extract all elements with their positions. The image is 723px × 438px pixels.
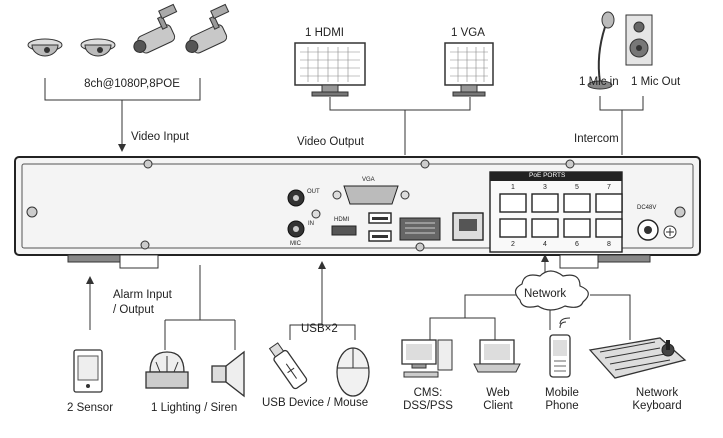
dome-camera-icon [80,38,116,57]
alarm-label-line1: Alarm Input [113,289,172,301]
sensor-label: 2 Sensor [67,402,114,414]
bullet-camera-icon [133,3,178,54]
mobile-label-line1: Mobile [545,387,579,399]
audio-bracket [599,96,644,111]
sensor-icon [73,349,103,393]
usb-drive-icon [268,342,308,390]
audio-in-label: IN [308,221,314,227]
net-bracket [429,317,496,340]
mic-out-label: 1 Mic Out [631,76,681,88]
poe-port-number: 5 [575,184,579,191]
mobile-phone-icon [549,317,571,378]
mouse-icon [336,347,370,397]
vga-label: 1 VGA [451,27,485,39]
usb-device-label: USB Device / Mouse [262,397,369,409]
poe-port-number: 6 [575,241,579,248]
poe-ports-title: PoE PORTS [529,172,566,179]
network-cloud-icon [514,270,589,311]
cms-label-line1: CMS: [413,387,443,399]
hdmi-monitor-icon [294,42,366,97]
dome-camera-icon [27,38,63,57]
lighting-bracket [164,319,236,350]
microphone-icon [587,11,615,90]
siren-icon [211,350,245,398]
lighting-icon [145,351,189,389]
lighting-siren-label: 1 Lighting / Siren [151,402,238,414]
cms-computer-icon [401,339,453,378]
web-label-line1: Web [486,387,510,399]
intercom-label: Intercom [574,133,619,145]
poe-port-number: 8 [607,241,611,248]
net-keyboard [590,294,631,340]
mic-port-label: MIC [290,241,301,247]
vga-monitor-icon [444,42,494,97]
cms-label-line2: DSS/PSS [403,400,453,412]
video-input-label: Video Input [131,131,189,143]
mic-in-label: 1 Mic in [579,76,619,88]
web-client-laptop-icon [473,339,521,373]
poe-port-number: 4 [543,241,547,248]
dc-power-label: DC48V [637,205,657,211]
network-keyboard-icon [588,337,687,379]
speaker-icon [625,14,653,66]
poe-port-number: 3 [543,184,547,191]
poe-port-bottom [499,218,623,238]
network-label: Network [524,288,567,300]
poe-port-number: 7 [607,184,611,191]
poe-port-top [499,193,623,213]
bullet-camera-icon [185,3,230,54]
keyboard-label-line1: Network [635,387,679,399]
keyboard-label-line2: Keyboard [632,400,682,412]
video-output-label: Video Output [297,136,364,148]
mobile-label-line2: Phone [545,400,579,412]
connector-lines [44,78,644,350]
alarm-label-line2: / Output [113,304,154,316]
audio-out-label: OUT [307,189,320,195]
monitor-bracket [329,97,471,111]
poe-port-number: 1 [511,184,515,191]
hdmi-label: 1 HDMI [305,27,344,39]
net-left [464,294,525,318]
usb-count-label: USB×2 [301,323,338,335]
web-label-line2: Client [483,400,513,412]
poe-port-number: 2 [511,241,515,248]
hdmi-port-label: HDMI [334,217,350,223]
camera-spec-label: 8ch@1080P,8POE [84,78,180,90]
vga-port-label: VGA [362,177,375,183]
